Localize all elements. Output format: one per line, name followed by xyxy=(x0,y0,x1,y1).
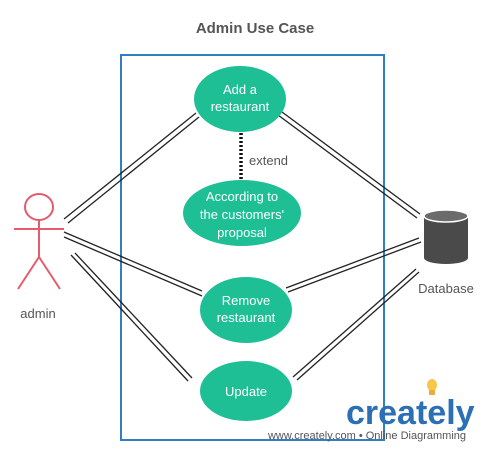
association-update-database xyxy=(292,268,420,381)
use-case-remove-restaurant[interactable]: Remove restaurant xyxy=(200,277,292,343)
associations xyxy=(63,111,422,382)
diagram-title: Admin Use Case xyxy=(196,20,314,37)
database-label: Database xyxy=(418,281,474,296)
lightbulb-icon xyxy=(427,379,437,395)
actor-admin-label: admin xyxy=(20,306,55,321)
database-icon[interactable] xyxy=(423,209,469,264)
creately-logo: creately www.creately.com • Online Diagr… xyxy=(267,379,475,442)
association-admin-remove xyxy=(63,231,203,297)
use-case-according-proposal-line-1: According to xyxy=(206,189,278,204)
actor-head xyxy=(24,193,54,221)
extend-connector: extend xyxy=(239,133,288,183)
association-remove-database xyxy=(285,237,422,293)
use-case-according-proposal-line-2: the customers' xyxy=(200,207,284,222)
association-admin-update xyxy=(70,252,193,382)
use-case-according-proposal[interactable]: According to the customers' proposal xyxy=(183,180,301,246)
extend-label: extend xyxy=(249,153,288,168)
use-case-add-restaurant-line-2: restaurant xyxy=(211,99,270,114)
association-admin-add xyxy=(63,112,200,224)
system-boundary xyxy=(120,54,385,441)
actor-right-leg xyxy=(38,256,61,290)
use-case-remove-restaurant-line-1: Remove xyxy=(222,293,270,308)
creately-logo-text: creately xyxy=(346,394,475,432)
use-case-add-restaurant[interactable]: Add a restaurant xyxy=(194,66,286,132)
use-case-remove-restaurant-line-2: restaurant xyxy=(217,310,276,325)
use-case-update-label: Update xyxy=(225,384,267,399)
actor-admin[interactable] xyxy=(14,193,64,290)
creately-tagline: www.creately.com • Online Diagramming xyxy=(267,430,466,442)
use-case-add-restaurant-line-1: Add a xyxy=(223,82,258,97)
actor-left-leg xyxy=(17,256,40,290)
use-case-update[interactable]: Update xyxy=(200,361,292,421)
use-case-according-proposal-line-3: proposal xyxy=(217,225,267,240)
association-add-database xyxy=(277,111,421,219)
